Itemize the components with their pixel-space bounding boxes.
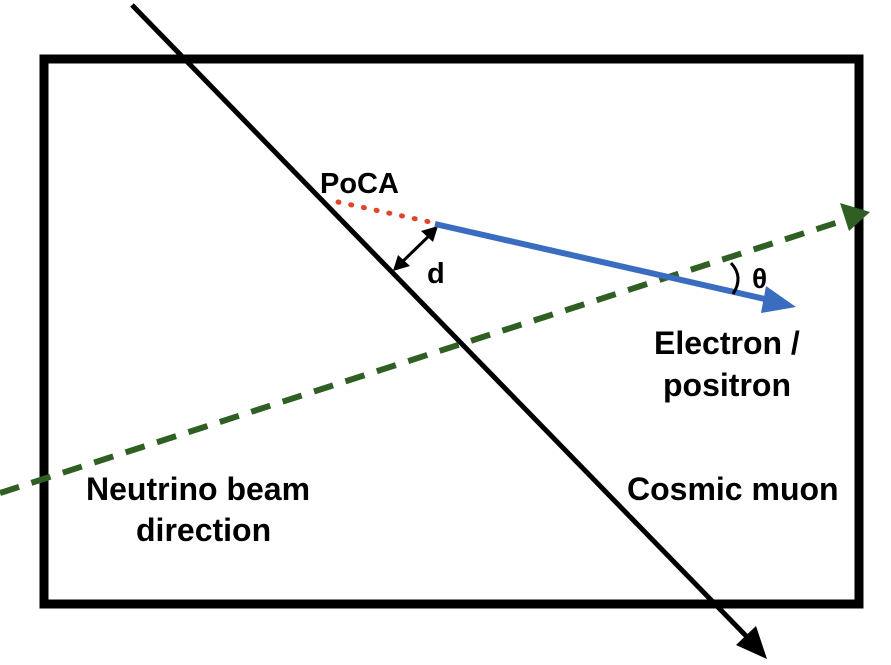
electron-track [434, 221, 779, 305]
neutrino-beam-arrowhead [840, 203, 870, 231]
poca-dotted-line [335, 199, 433, 225]
distance-arrowhead-top [421, 226, 438, 242]
electron-label-line2: positron [663, 367, 791, 403]
neutrino-label-line2: direction [136, 512, 271, 548]
electron-track-arrowhead [761, 286, 796, 313]
angle-arc [729, 261, 740, 295]
electron-label-line1: Electron / [654, 325, 800, 361]
cosmic-muon-label: Cosmic muon [627, 471, 839, 507]
neutrino-label-line1: Neutrino beam [86, 471, 310, 507]
poca-label: PoCA [320, 168, 399, 200]
distance-arrowhead-bottom [393, 255, 410, 271]
cosmic-muon-track [130, 3, 752, 642]
detector-frame [39, 54, 864, 609]
neutrino-beam-line [0, 216, 849, 496]
angle-label: θ [752, 263, 767, 294]
cosmic-muon-arrowhead [736, 626, 767, 659]
distance-label: d [427, 258, 445, 290]
